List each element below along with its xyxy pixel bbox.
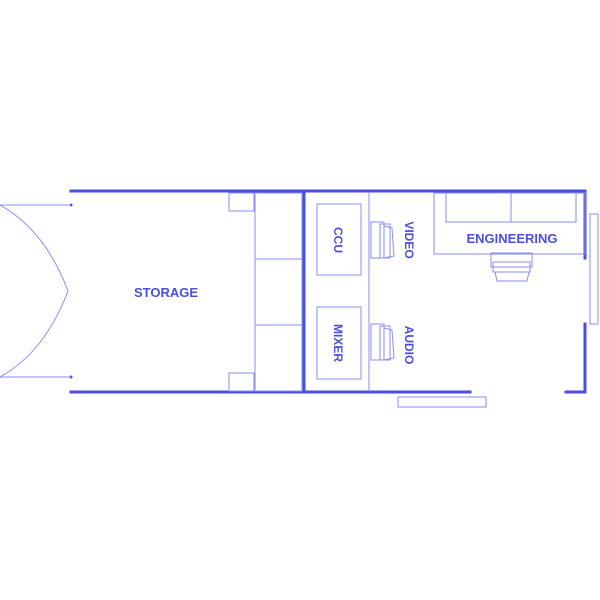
mixer-console	[316, 306, 362, 380]
mixer-label: MIXER	[331, 324, 345, 362]
bottom-step	[397, 396, 487, 408]
engineering-label: ENGINEERING	[466, 231, 557, 246]
video-label: VIDEO	[402, 221, 416, 258]
engineering-desk	[433, 192, 586, 255]
double-door-left	[0, 203, 73, 379]
storage-label: STORAGE	[134, 285, 198, 300]
right-door	[589, 213, 599, 325]
chair-audio-icon	[370, 323, 395, 361]
chair-video-icon	[370, 221, 395, 259]
chair-engineering-icon	[490, 252, 533, 282]
audio-label: AUDIO	[402, 326, 416, 365]
ccu-label: CCU	[331, 227, 345, 253]
ccu-console	[316, 203, 362, 276]
storage-shelving	[228, 192, 303, 392]
